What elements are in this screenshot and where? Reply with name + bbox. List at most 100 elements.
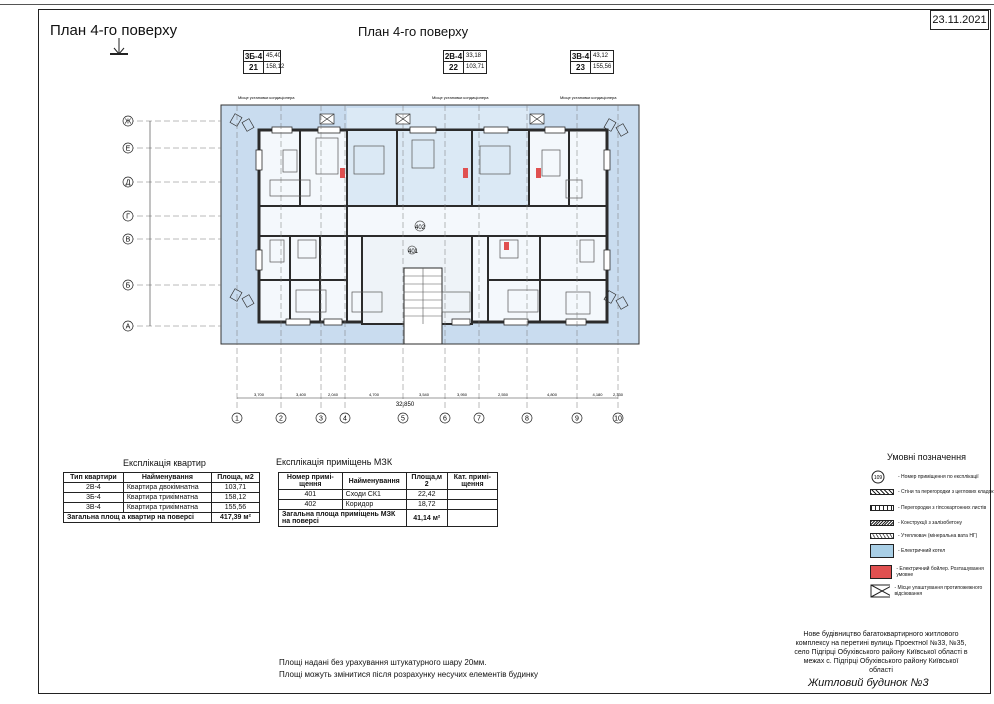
note-line: Площі можуть змінитися після розрахунку … [279, 670, 538, 679]
dimension-label: 3,400 [296, 392, 307, 397]
legend-item: - Конструкції з залізобетону [870, 520, 962, 526]
col-axis-label: 7 [477, 416, 481, 423]
table-header: Найменування [122, 472, 212, 483]
grid-lines [128, 105, 619, 410]
ac-label: Місце установки кондиціонера [560, 95, 617, 100]
section-mark-icon [110, 38, 128, 55]
room-number-402: 402 [415, 225, 426, 231]
col-axis-marker [521, 412, 533, 424]
legend-item: - Утеплювач (мінеральна вата НГ) [870, 533, 977, 539]
legend-title: Умовні позначення [887, 452, 966, 462]
insulation-hatch-icon [870, 533, 894, 539]
legend-item: - Місце улаштування протипожежного відсі… [870, 584, 994, 598]
fire-gap-cross-icon [870, 584, 891, 598]
col-axis-label: 8 [525, 416, 529, 423]
dimension-label: 4,800 [547, 392, 558, 397]
plan-title: План 4-го поверху [358, 24, 469, 39]
dimension-label: 3,540 [419, 392, 430, 397]
concrete-hatch-icon [870, 520, 894, 526]
col-axis-marker [571, 412, 583, 424]
row-axis-label: А [126, 324, 131, 331]
mzk-rooms-table: Номер примі-щення Найменування Площа,м 2… [278, 472, 499, 527]
total-dimension: 32,850 [396, 402, 415, 408]
table-header: Номер примі-щення [278, 472, 343, 490]
row-axis-label: Ж [125, 119, 132, 126]
furniture [269, 137, 595, 315]
boiler-mark [463, 168, 468, 178]
electric-boiler-swatch-icon [870, 544, 894, 558]
col-axis-marker [397, 412, 409, 424]
legend-item: - Стіни та перегородки з цеглових кладок [870, 489, 994, 495]
row-axis-marker [122, 210, 134, 222]
table-header: Тип квартири [63, 472, 124, 483]
row-axis-marker [122, 320, 134, 332]
col-axis-label: 3 [319, 416, 323, 423]
legend-item: - Електричний котел [870, 544, 945, 558]
table1-caption: Експлікація квартир [123, 458, 206, 468]
col-axis-label: 9 [575, 416, 579, 423]
col-axis-label: 2 [279, 416, 283, 423]
interior-walls [259, 130, 607, 322]
table-total-row: Загальна площа приміщень МЗК на поверсі … [278, 509, 499, 527]
col-axis-marker [439, 412, 451, 424]
col-axis-marker [315, 412, 327, 424]
legend-item: 109 - Номер приміщення по експлікації [870, 470, 979, 484]
boiler-mark [340, 168, 345, 178]
table-header: Кат. примі-щення [446, 472, 499, 490]
col-axis-marker [473, 412, 485, 424]
dimension-label: 2,550 [498, 392, 509, 397]
ac-label: Місце установки кондиціонера [432, 95, 489, 100]
notes: Площі надані без урахування штукатурного… [279, 657, 538, 681]
drywall-hatch-icon [870, 505, 894, 511]
table-header: Площа, м2 [210, 472, 261, 483]
date-stamp: 23.11.2021 [930, 10, 989, 30]
col-axis-marker [339, 412, 351, 424]
terrace-chairs-icon [229, 113, 629, 310]
dimension-label: 2,330 [613, 392, 624, 397]
legend-item: - Перегородки з гіпсокартонних листів [870, 505, 986, 511]
dimension-label: 4,700 [369, 392, 380, 397]
row-axis-label: Г [126, 214, 130, 221]
col-axis-marker [275, 412, 287, 424]
building-title: Житловий будинок №3 [808, 677, 929, 689]
col-axis-label: 5 [401, 416, 405, 423]
row-axis-label: Б [126, 283, 131, 290]
brick-wall-hatch-icon [870, 489, 894, 495]
dimension-label: 3,700 [254, 392, 265, 397]
dimension-label: 2,040 [328, 392, 339, 397]
col-dims: 3,700 3,400 2,040 4,700 3,540 3,950 2,550 4,800… [254, 392, 624, 397]
table-header: Площа,м 2 [405, 472, 448, 490]
dimension-label: 3,950 [457, 392, 468, 397]
svg-text:109: 109 [874, 475, 883, 481]
table2-caption: Експлікація приміщень МЗК [276, 457, 393, 467]
boiler-mark [536, 168, 541, 178]
col-axis-marker [231, 412, 243, 424]
table-total-row: Загальна площ а квартир на поверсі 417,3… [63, 512, 261, 523]
dimension-label: 4,180 [592, 392, 603, 397]
row-axis-label: В [126, 237, 131, 244]
page-title: План 4-го поверху [50, 22, 178, 39]
project-description: Нове будівництво багатоквартирного житло… [794, 631, 968, 674]
ac-label: Місце установки кондиціонера [238, 95, 295, 100]
row-axis-label: Д [126, 180, 131, 187]
room-number-401: 401 [408, 249, 419, 255]
col-axis-label: 10 [614, 416, 622, 423]
row-axis-marker [122, 176, 134, 188]
row-axis-marker [122, 115, 134, 127]
col-axis-label: 4 [343, 416, 347, 423]
apartments-table: Тип квартири Найменування Площа, м2 2В-4… [63, 472, 261, 523]
table-header: Найменування [341, 472, 407, 490]
top-border-line [0, 4, 994, 5]
drawing-frame [38, 9, 991, 694]
water-heater-swatch-icon [870, 565, 893, 579]
